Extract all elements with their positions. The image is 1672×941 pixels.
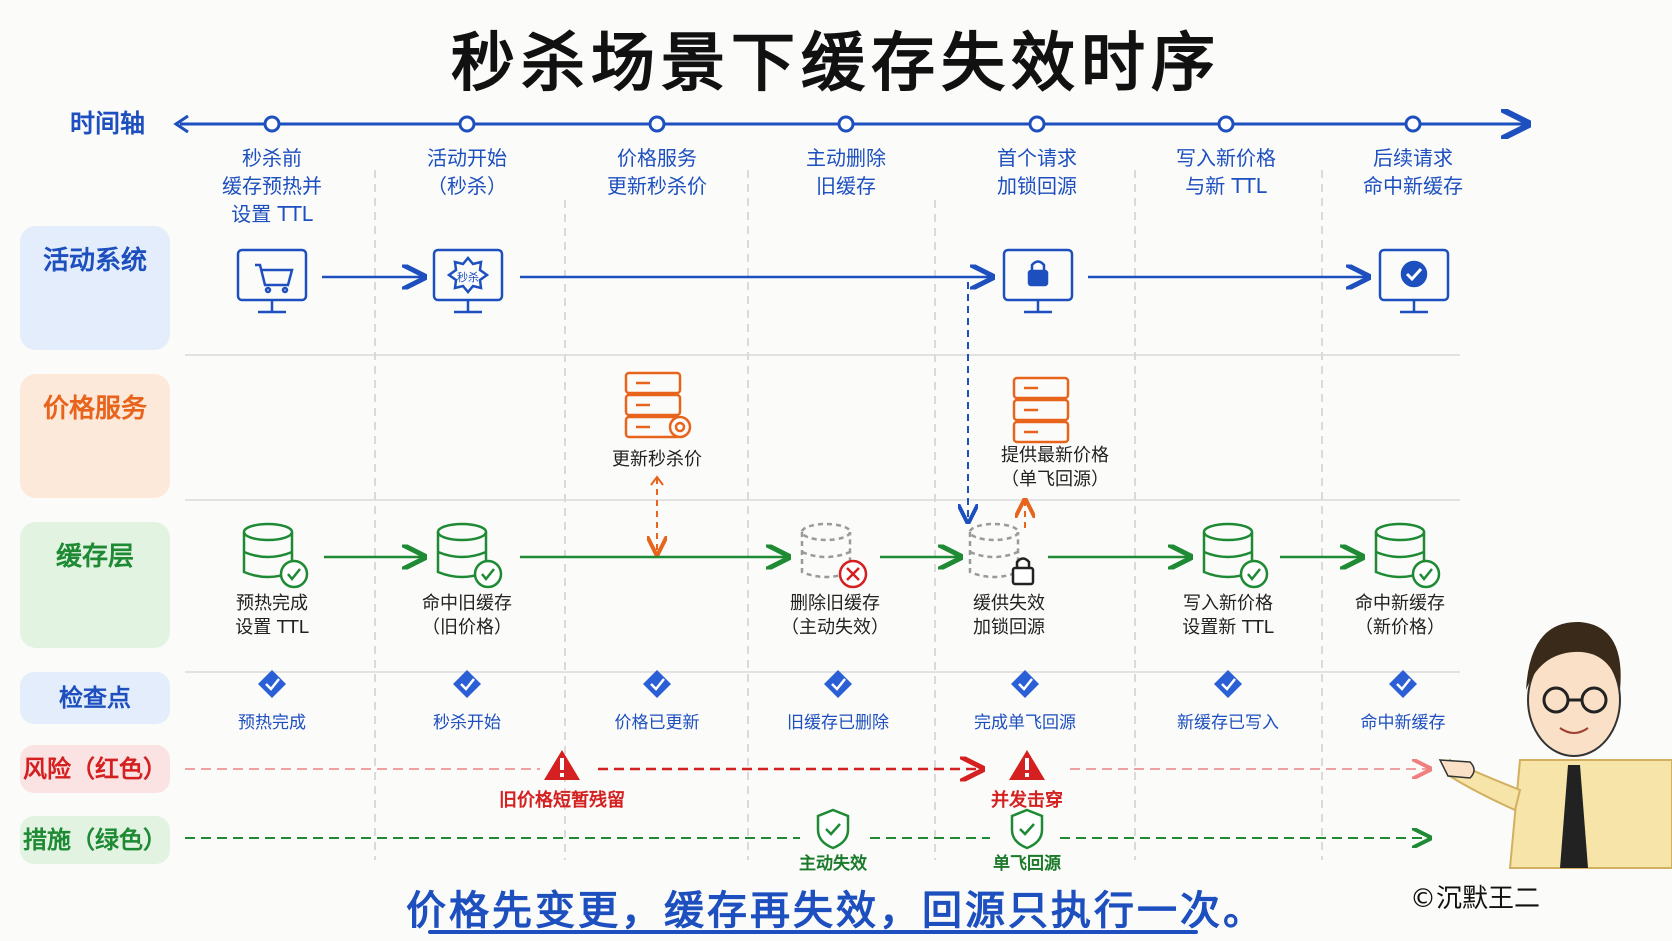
- database-check-icon: [436, 522, 503, 589]
- checkpoint-icons: [258, 670, 1417, 698]
- column-separators: [374, 170, 1323, 860]
- lane-title: 价格服务: [42, 394, 147, 424]
- database-check-icon: [1202, 522, 1269, 589]
- lane-measure: 措施（绿色）: [20, 816, 170, 864]
- checkpoint-caption: 旧缓存已删除: [787, 713, 889, 733]
- cache-caption: 缓供失效 加锁回源: [973, 593, 1045, 638]
- lane-cache: 缓存层: [20, 522, 170, 648]
- cache-caption: 写入新价格 设置新 TTL: [1182, 593, 1274, 638]
- lane-checkpoint: 检查点: [20, 672, 170, 724]
- step-label: 首个请求 加锁回源: [997, 146, 1077, 198]
- lane-price: 价格服务: [20, 374, 170, 498]
- cache-caption: 命中新缓存 （新价格）: [1355, 593, 1445, 638]
- lane-title: 缓存层: [55, 542, 134, 572]
- server-gear-icon: [624, 371, 692, 439]
- page-title: 秒杀场景下缓存失效时序: [451, 26, 1221, 101]
- footer-summary: 价格先变更，缓存再失效，回源只执行一次。: [406, 888, 1266, 934]
- timeline-label: 时间轴: [70, 109, 146, 138]
- step-label: 后续请求 命中新缓存: [1363, 146, 1463, 198]
- price-serve-caption: 提供最新价格 （单飞回源）: [1001, 445, 1109, 490]
- lane-title: 活动系统: [42, 246, 147, 276]
- padlock-icon: [1011, 557, 1035, 586]
- presenter-illustration: [1438, 621, 1672, 869]
- monitor-check-icon: [1378, 248, 1450, 314]
- cache-icons: [242, 522, 1441, 589]
- risk-caption: 并发击穿: [991, 790, 1063, 811]
- checkpoint-caption: 价格已更新: [614, 713, 700, 733]
- monitor-cart-icon: [236, 248, 308, 314]
- shield-check-icon: [1010, 808, 1044, 850]
- lane-separators: [185, 354, 1460, 673]
- database-deleted-icon: [800, 522, 852, 579]
- checkpoint-caption: 完成单飞回源: [974, 713, 1076, 733]
- checkpoint-caption: 新缓存已写入: [1177, 713, 1279, 733]
- delete-x-icon: [838, 559, 868, 589]
- shield-check-icon: [816, 808, 850, 850]
- database-locked-icon: [968, 522, 1020, 579]
- cache-caption: 预热完成 设置 TTL: [235, 593, 309, 638]
- step-label: 秒杀前 缓存预热并 设置 TTL: [222, 146, 322, 226]
- step-label: 价格服务 更新秒杀价: [607, 146, 707, 198]
- server-icon: [1012, 376, 1070, 444]
- warning-icon: [544, 750, 580, 780]
- checkpoint-caption: 秒杀开始: [433, 713, 501, 733]
- measure-caption: 主动失效: [799, 854, 867, 874]
- checkpoint-caption: 预热完成: [238, 713, 306, 733]
- copyright-text: ©沉默王二: [1410, 884, 1541, 914]
- lane-risk: 风险（红色）: [20, 745, 170, 793]
- cache-caption: 命中旧缓存 （旧价格）: [422, 593, 512, 638]
- measure-caption: 单飞回源: [993, 854, 1061, 874]
- monitor-lock-icon: [1002, 248, 1074, 314]
- database-check-icon: [242, 522, 309, 589]
- database-check-icon: [1374, 522, 1441, 589]
- price-update-caption: 更新秒杀价: [612, 449, 702, 470]
- footer-underline: [428, 930, 1198, 934]
- step-label: 活动开始 （秒杀）: [427, 146, 507, 198]
- step-label: 写入新价格 与新 TTL: [1176, 146, 1276, 198]
- step-label: 主动删除 旧缓存: [806, 146, 886, 198]
- checkpoint-caption: 命中新缓存: [1360, 713, 1446, 733]
- warning-icon: [1009, 750, 1045, 780]
- lane-activity: 活动系统: [20, 226, 170, 350]
- sale-badge-text: 秒杀: [457, 270, 479, 284]
- monitor-sale-icon: [432, 248, 504, 314]
- cache-caption: 删除旧缓存 （主动失效）: [781, 593, 889, 638]
- risk-caption: 旧价格短暂残留: [499, 790, 625, 811]
- timeline-axis: [173, 116, 1525, 132]
